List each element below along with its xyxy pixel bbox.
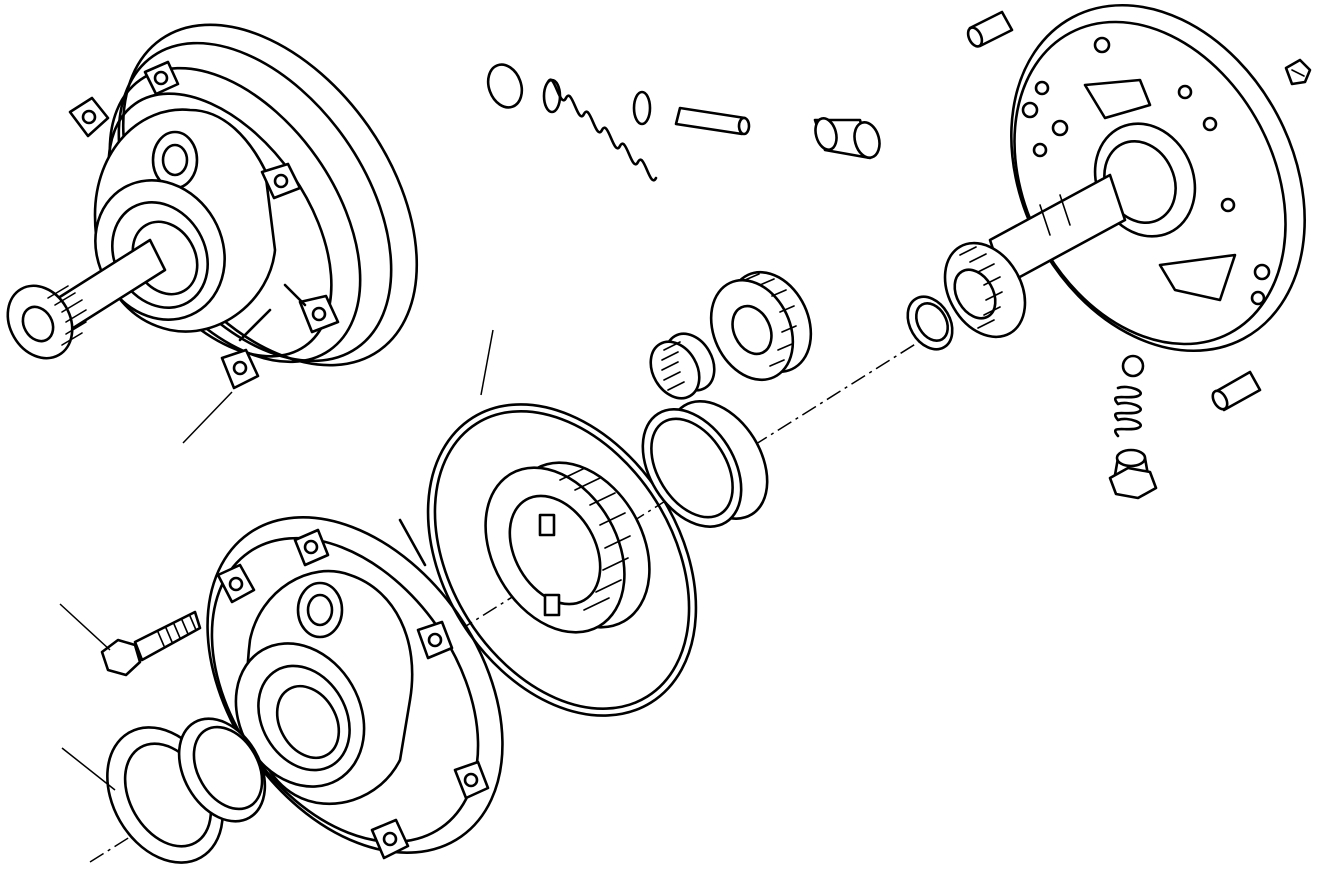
plug-screw <box>1284 58 1312 86</box>
snap-ring <box>906 295 954 351</box>
mounting-lug <box>453 760 490 800</box>
relief-valve-plunger <box>813 117 881 160</box>
mounting-lug <box>298 294 340 334</box>
ball <box>1121 354 1145 378</box>
callout-leader <box>480 329 494 396</box>
relief-spring <box>542 78 658 182</box>
pump-front-cover <box>206 516 504 860</box>
lower-spring <box>1114 385 1142 438</box>
mounting-lug <box>143 60 180 96</box>
callout-leader <box>59 603 111 651</box>
callout-leader <box>61 747 116 791</box>
mounting-lug <box>260 162 302 200</box>
adjusting-nut <box>1108 448 1158 500</box>
internal-gear <box>484 461 651 634</box>
needle-bearing <box>649 332 716 400</box>
lower-pin <box>1211 370 1262 412</box>
mounting-lug <box>68 96 110 138</box>
outer-race <box>641 400 769 528</box>
pump-body-stator <box>943 3 1306 353</box>
dowel-pin <box>674 106 751 136</box>
mounting-lug <box>293 528 330 567</box>
drive-gear <box>709 270 813 382</box>
mounting-lug <box>416 620 454 660</box>
roll-pin <box>966 10 1014 48</box>
pump-assembly-top-left <box>6 23 419 444</box>
bushing <box>177 717 267 823</box>
assembly-axis-line <box>89 337 926 863</box>
mounting-lug <box>216 563 256 604</box>
mounting-lug <box>370 818 410 860</box>
mounting-lug <box>220 348 260 390</box>
callout-leader <box>182 391 233 444</box>
ball <box>486 63 524 109</box>
cap-screw <box>59 603 202 677</box>
